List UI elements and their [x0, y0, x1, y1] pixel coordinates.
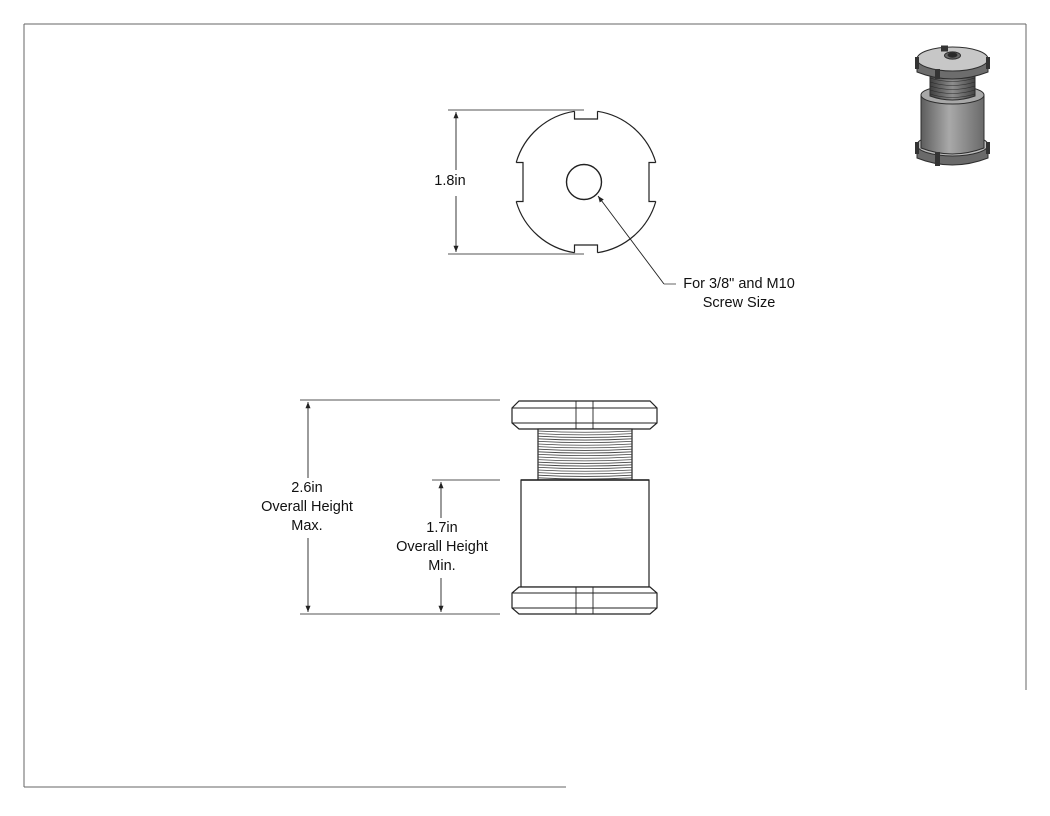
top-view-notch	[516, 161, 524, 203]
thread-line	[537, 477, 633, 480]
thread-line	[537, 446, 633, 449]
top-view	[515, 110, 657, 254]
top-view-notch	[573, 244, 599, 253]
thread-line	[537, 467, 633, 470]
thread-line	[537, 451, 633, 454]
min-height-label: Overall Height	[396, 539, 488, 555]
top-view-notch	[648, 161, 656, 203]
side-view	[511, 400, 658, 615]
thread-line	[537, 443, 633, 446]
top-view-outer-arc	[515, 201, 575, 254]
min-height-qualifier: Min.	[428, 558, 456, 574]
top-cap	[511, 400, 658, 430]
thread-line	[537, 430, 633, 433]
thread-line	[537, 438, 633, 441]
max-height-value: 2.6in	[291, 480, 323, 496]
thread-line	[537, 441, 633, 444]
min-height-value: 1.7in	[426, 520, 458, 536]
max-height-qualifier: Max.	[291, 518, 323, 534]
top-view-outer-arc	[515, 110, 575, 163]
thread-line	[537, 472, 633, 475]
sheet-border	[23, 23, 1027, 788]
min-height-dimension	[432, 479, 500, 612]
thread-line	[537, 456, 633, 459]
max-height-dimension	[300, 399, 500, 615]
diameter-label: 1.8in	[434, 173, 466, 189]
body	[520, 479, 650, 588]
thread-line	[537, 461, 633, 464]
top-view-outer-arc	[597, 110, 657, 163]
thread-line	[537, 435, 633, 438]
screw-hole	[565, 163, 603, 201]
thread-line	[537, 469, 633, 472]
callout-line-1: For 3/8" and M10	[683, 276, 795, 292]
thread-lines	[537, 430, 633, 480]
thread-line	[537, 459, 633, 462]
max-height-label: Overall Height	[261, 499, 353, 515]
bottom-base	[511, 586, 658, 615]
thread-line	[537, 448, 633, 451]
screw-callout-leader	[597, 195, 676, 285]
top-view-notch	[573, 111, 599, 120]
diameter-dimension	[448, 109, 584, 255]
callout-line-2: Screw Size	[702, 295, 776, 311]
thread-line	[537, 433, 633, 436]
top-view-outer-arc	[597, 201, 657, 254]
thread-line	[537, 474, 633, 477]
isometric-leveler-icon	[915, 45, 990, 166]
thread-line	[537, 454, 633, 457]
thread-line	[537, 464, 633, 467]
